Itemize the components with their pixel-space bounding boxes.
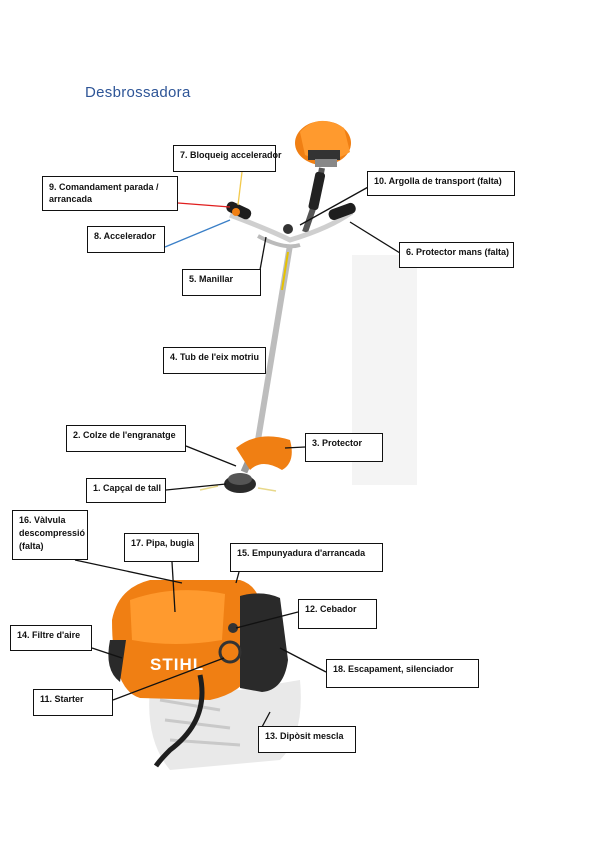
label-accelerator: 8. Accelerador	[87, 226, 165, 253]
page-title: Desbrossadora	[85, 84, 191, 101]
handlebar-image	[226, 201, 356, 249]
label-transport-ring: 10. Argolla de transport (falta)	[367, 171, 515, 196]
arrow-7	[237, 171, 243, 206]
label-throttle-lock: 7. Bloqueig accelerador	[173, 145, 282, 172]
label-drive-shaft-tube: 4. Tub de l'eix motriu	[163, 347, 266, 374]
arrow-17	[171, 561, 176, 613]
arrow-18	[279, 647, 327, 673]
label-fuel-tank: 13. Dipòsit mescla	[258, 726, 356, 753]
cutting-head-image	[199, 436, 292, 493]
label-decompression-valve-line3: (falta)	[19, 541, 44, 551]
arrow-9	[177, 202, 231, 208]
engine-top-image	[295, 120, 351, 167]
label-stop-start-control-line1: 9. Comandament parada /	[49, 182, 159, 192]
arrow-8	[164, 219, 231, 248]
label-hand-guard: 6. Protector mans (falta)	[399, 242, 514, 268]
arrow-15	[235, 571, 240, 584]
arrow-3	[284, 446, 306, 449]
arrow-2	[185, 445, 237, 467]
arrow-12	[235, 611, 299, 629]
arrow-10	[299, 185, 371, 226]
label-spark-plug: 17. Pipa, bugia	[124, 533, 199, 562]
label-handlebar: 5. Manillar	[182, 269, 261, 296]
label-air-filter: 14. Filtre d'aire	[10, 625, 92, 651]
arrow-1	[165, 483, 227, 491]
brushcutter-full-view	[199, 120, 356, 493]
label-gear-elbow: 2. Colze de l'engranatge	[66, 425, 186, 452]
arrow-16	[74, 559, 183, 584]
label-decompression-valve-line2: descompressió	[19, 528, 86, 538]
label-decompression-valve: 16. Vàlvula descompressió (falta)	[12, 510, 88, 560]
pointer-lines	[74, 171, 401, 728]
label-starter: 11. Starter	[33, 689, 113, 716]
label-cutting-head: 1. Capçal de tall	[86, 478, 166, 503]
arrow-6	[349, 221, 401, 254]
label-decompression-valve-line1: 16. Vàlvula	[19, 515, 66, 525]
arrow-11	[112, 657, 225, 701]
label-exhaust-muffler: 18. Escapament, silenciador	[326, 659, 479, 688]
arrow-14	[91, 647, 123, 659]
arrow-13	[261, 711, 271, 728]
label-guard: 3. Protector	[305, 433, 383, 462]
label-starter-grip: 15. Empunyadura d'arrancada	[230, 543, 383, 572]
brand-logo: STIHL	[150, 655, 204, 674]
label-choke: 12. Cebador	[298, 599, 377, 629]
label-stop-start-control: 9. Comandament parada / arrancada	[42, 176, 178, 211]
label-stop-start-control-line2: arrancada	[49, 194, 93, 204]
arrow-5	[259, 236, 267, 271]
